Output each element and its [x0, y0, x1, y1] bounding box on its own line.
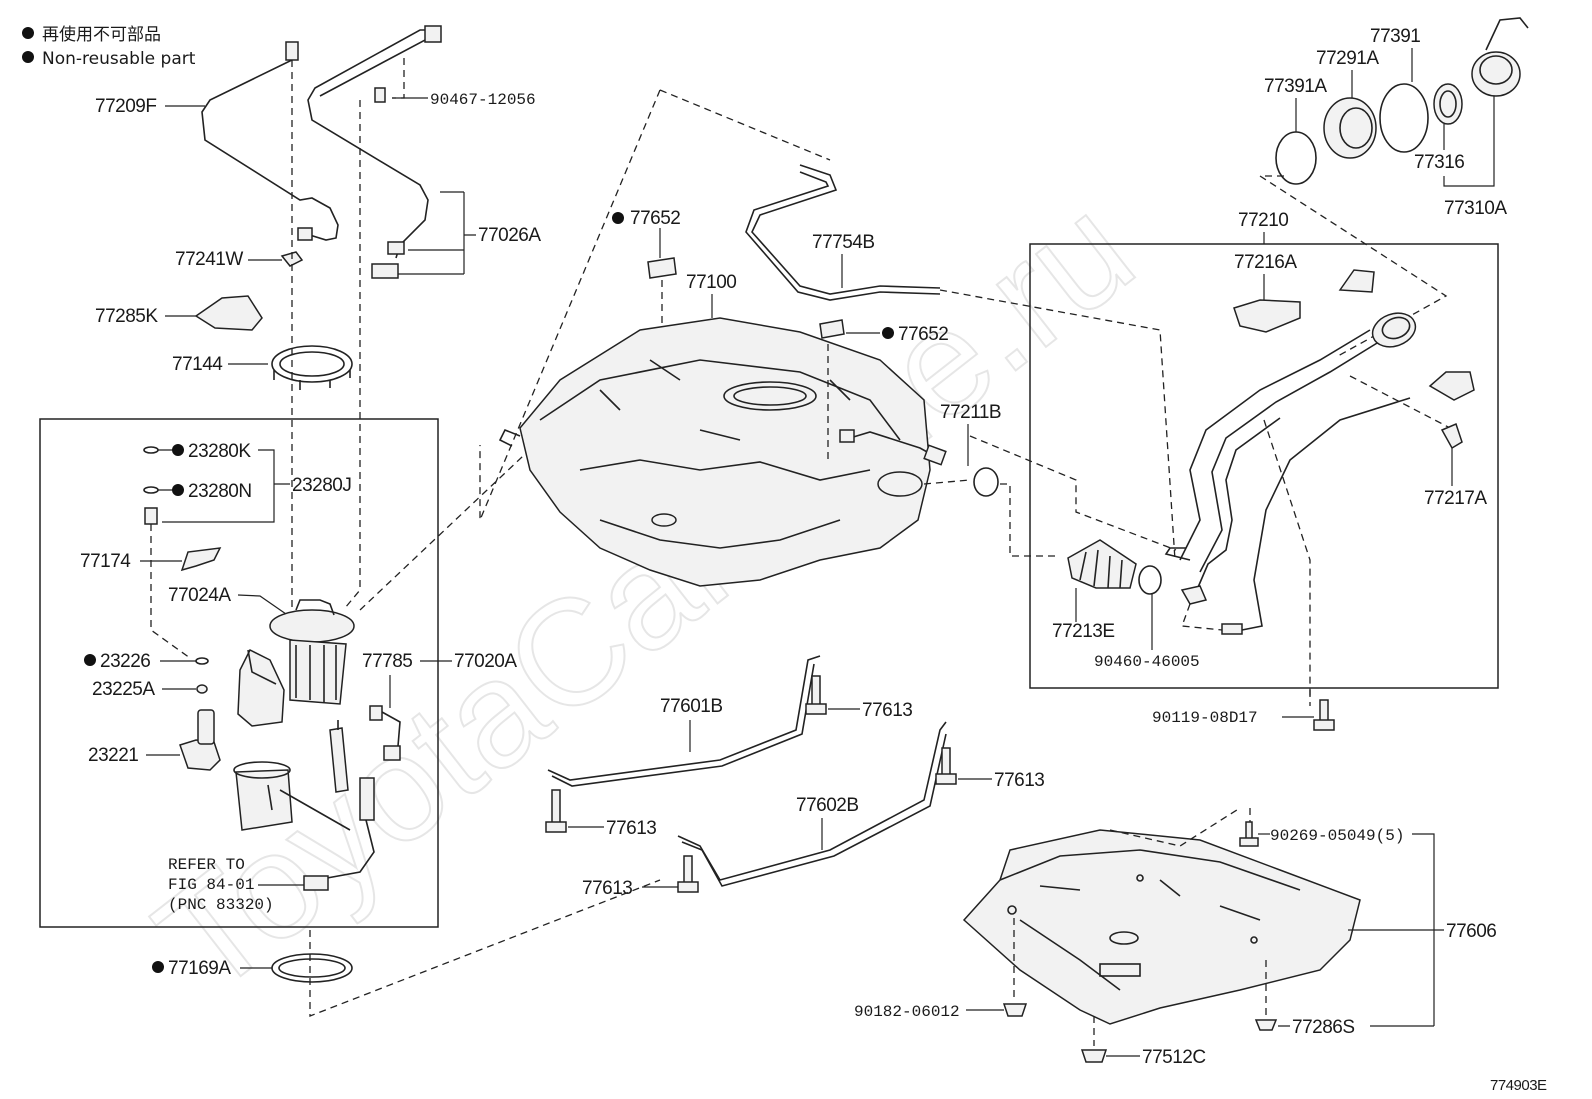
- label-77024a[interactable]: 77024A: [168, 585, 232, 606]
- label-77601b[interactable]: 77601B: [660, 696, 723, 717]
- bolt-77613-lower: [683, 855, 693, 885]
- label-90467-12056[interactable]: 90467-12056: [430, 91, 536, 109]
- pad-77652-top: [647, 257, 677, 279]
- legend-english: Non-reusable part: [42, 49, 196, 69]
- gasket-77169a: [271, 953, 353, 983]
- label-77391[interactable]: 77391: [1370, 26, 1421, 47]
- label-23225a[interactable]: 23225A: [92, 679, 156, 700]
- label-90269-05049[interactable]: 90269-05049(5): [1270, 827, 1404, 845]
- gasket-77391: [1379, 83, 1429, 153]
- label-77316[interactable]: 77316: [1414, 152, 1465, 173]
- legend-dot-icon: [22, 27, 34, 39]
- retainer-ring-77144: [271, 345, 353, 390]
- pump-subparts: 23280K 23280N 23280J 77174 77024A 23226 …: [80, 441, 518, 914]
- label-77652-side[interactable]: 77652: [898, 324, 949, 345]
- label-77613-lower[interactable]: 77613: [582, 878, 633, 899]
- strap-77602b: [677, 721, 947, 887]
- clip-77217a: [1440, 422, 1463, 450]
- label-77613-upper[interactable]: 77613: [862, 700, 913, 721]
- pad-77652-side: [819, 319, 845, 339]
- refer-line3[interactable]: (PNC 83320): [168, 896, 274, 914]
- label-77216a[interactable]: 77216A: [1234, 252, 1298, 273]
- label-77020a[interactable]: 77020A: [454, 651, 518, 672]
- bracket-77216a: [1233, 299, 1301, 333]
- label-23280n[interactable]: 23280N: [188, 481, 252, 502]
- label-77602b[interactable]: 77602B: [796, 795, 859, 816]
- undercover-77606: [962, 829, 1361, 1025]
- legend: 再使用不可部品 Non-reusable part: [22, 24, 196, 69]
- gasket-77391a: [1275, 131, 1317, 185]
- label-77209f[interactable]: 77209F: [95, 96, 157, 117]
- clamp-90460-46005: [1138, 565, 1162, 595]
- bolt-90119-08d17: [1319, 699, 1329, 723]
- label-77217a[interactable]: 77217A: [1424, 488, 1488, 509]
- fuel-line-77026a: [307, 25, 442, 279]
- label-23280j[interactable]: 23280J: [292, 475, 352, 496]
- clamp-77211b: [973, 467, 999, 497]
- label-90182-06012[interactable]: 90182-06012: [854, 1003, 960, 1021]
- label-77144[interactable]: 77144: [172, 354, 224, 375]
- label-77310a[interactable]: 77310A: [1444, 198, 1508, 219]
- hose-77213e: [1067, 539, 1137, 589]
- refer-line1[interactable]: REFER TO: [168, 856, 245, 874]
- label-77241w[interactable]: 77241W: [175, 249, 244, 270]
- bolt-77613-right: [941, 747, 951, 777]
- label-90119-08d17[interactable]: 90119-08D17: [1152, 709, 1258, 727]
- label-77286s[interactable]: 77286S: [1292, 1017, 1355, 1038]
- label-23226[interactable]: 23226: [100, 651, 151, 672]
- label-77754b[interactable]: 77754B: [812, 232, 875, 253]
- label-77291a[interactable]: 77291A: [1316, 48, 1380, 69]
- label-77606[interactable]: 77606: [1446, 921, 1497, 942]
- label-77285k[interactable]: 77285K: [95, 306, 159, 327]
- figure-id: 774903E: [1490, 1077, 1547, 1094]
- label-77652-top[interactable]: 77652: [630, 208, 681, 229]
- fuel-line-77209f: [201, 41, 339, 241]
- bolt-77613-upper: [811, 675, 821, 707]
- fuel-cap-77310a: [1471, 17, 1529, 97]
- nut-77286s: [1254, 1019, 1278, 1031]
- legend-japanese: 再使用不可部品: [42, 24, 161, 45]
- vent-line-77754b: [745, 164, 941, 301]
- nut-90182-06012: [1002, 1003, 1028, 1017]
- label-77213e[interactable]: 77213E: [1052, 621, 1115, 642]
- label-23221[interactable]: 23221: [88, 745, 139, 766]
- label-77613-left[interactable]: 77613: [606, 818, 657, 839]
- filler-pipe-assembly-box: [1029, 243, 1499, 689]
- cover-77285k: [194, 295, 263, 331]
- filler-pipe-77210: [1164, 269, 1475, 635]
- fuel-pump-assembly-box: [39, 418, 439, 928]
- refer-line2[interactable]: FIG 84-01: [168, 876, 254, 894]
- label-77169a[interactable]: 77169A: [168, 958, 232, 979]
- legend-dot-icon: [22, 51, 34, 63]
- label-77613-right[interactable]: 77613: [994, 770, 1045, 791]
- label-23280k[interactable]: 23280K: [188, 441, 252, 462]
- label-77026a[interactable]: 77026A: [478, 225, 542, 246]
- label-90460-46005[interactable]: 90460-46005: [1094, 653, 1200, 671]
- label-77512c[interactable]: 77512C: [1142, 1047, 1206, 1068]
- label-77391a[interactable]: 77391A: [1264, 76, 1328, 97]
- ring-77316: [1433, 83, 1463, 125]
- label-77174[interactable]: 77174: [80, 551, 132, 572]
- label-77100[interactable]: 77100: [686, 272, 737, 293]
- label-77211b[interactable]: 77211B: [940, 402, 1002, 423]
- bolt-77613-left: [551, 789, 561, 825]
- nut-77512c: [1080, 1049, 1108, 1063]
- seal-77291a: [1323, 97, 1377, 159]
- label-77210[interactable]: 77210: [1238, 210, 1289, 231]
- label-77785[interactable]: 77785: [362, 651, 413, 672]
